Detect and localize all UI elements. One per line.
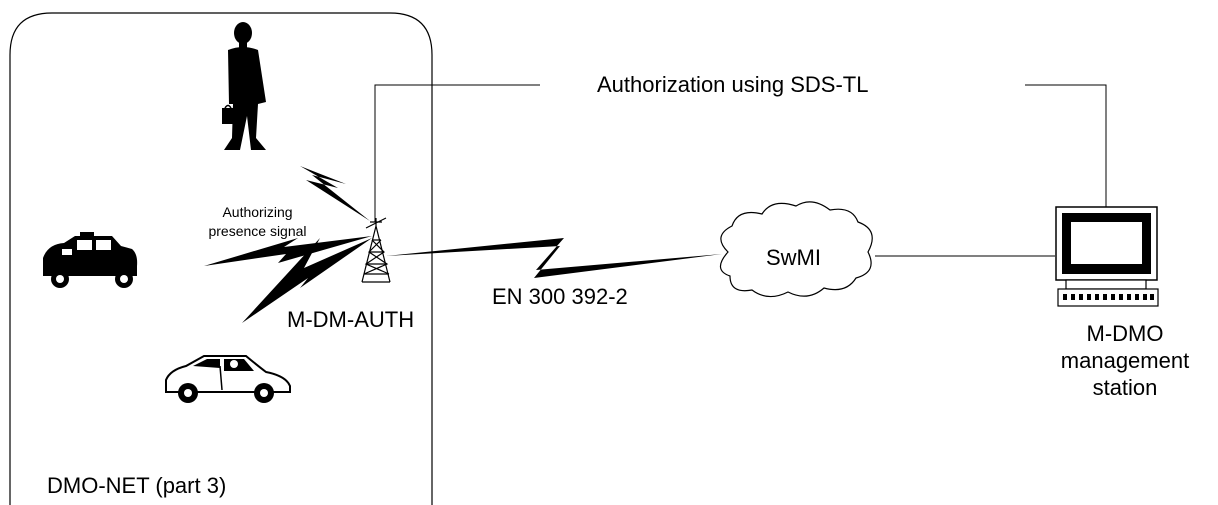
swmi-cloud [719,201,873,298]
swmi-label: SwMI [766,245,821,270]
dmo-net-boundary [9,12,433,505]
lightning-bolt-top [300,166,370,221]
radio-tower-icon [361,217,391,283]
person-icon [222,22,266,150]
dmo-net-label: DMO-NET (part 3) [47,473,227,498]
computer-icon [1055,206,1159,307]
m-dm-auth-label: M-DM-AUTH [287,307,415,332]
presence-signal-label: Authorizing presence signal [208,204,307,239]
lightning-bolt-upper-left [204,236,372,266]
sds-tl-label: Authorization using SDS-TL [597,72,869,97]
sds-tl-connection-line [374,84,1107,236]
en-300-392-2-label: EN 300 392-2 [492,284,628,309]
lightning-bolt-lower-left [242,238,372,323]
car-icon [165,355,291,403]
taxi-icon [43,232,138,288]
management-station-label: M-DMO management station [1060,321,1190,400]
lightning-bolt-en-link [386,238,722,278]
